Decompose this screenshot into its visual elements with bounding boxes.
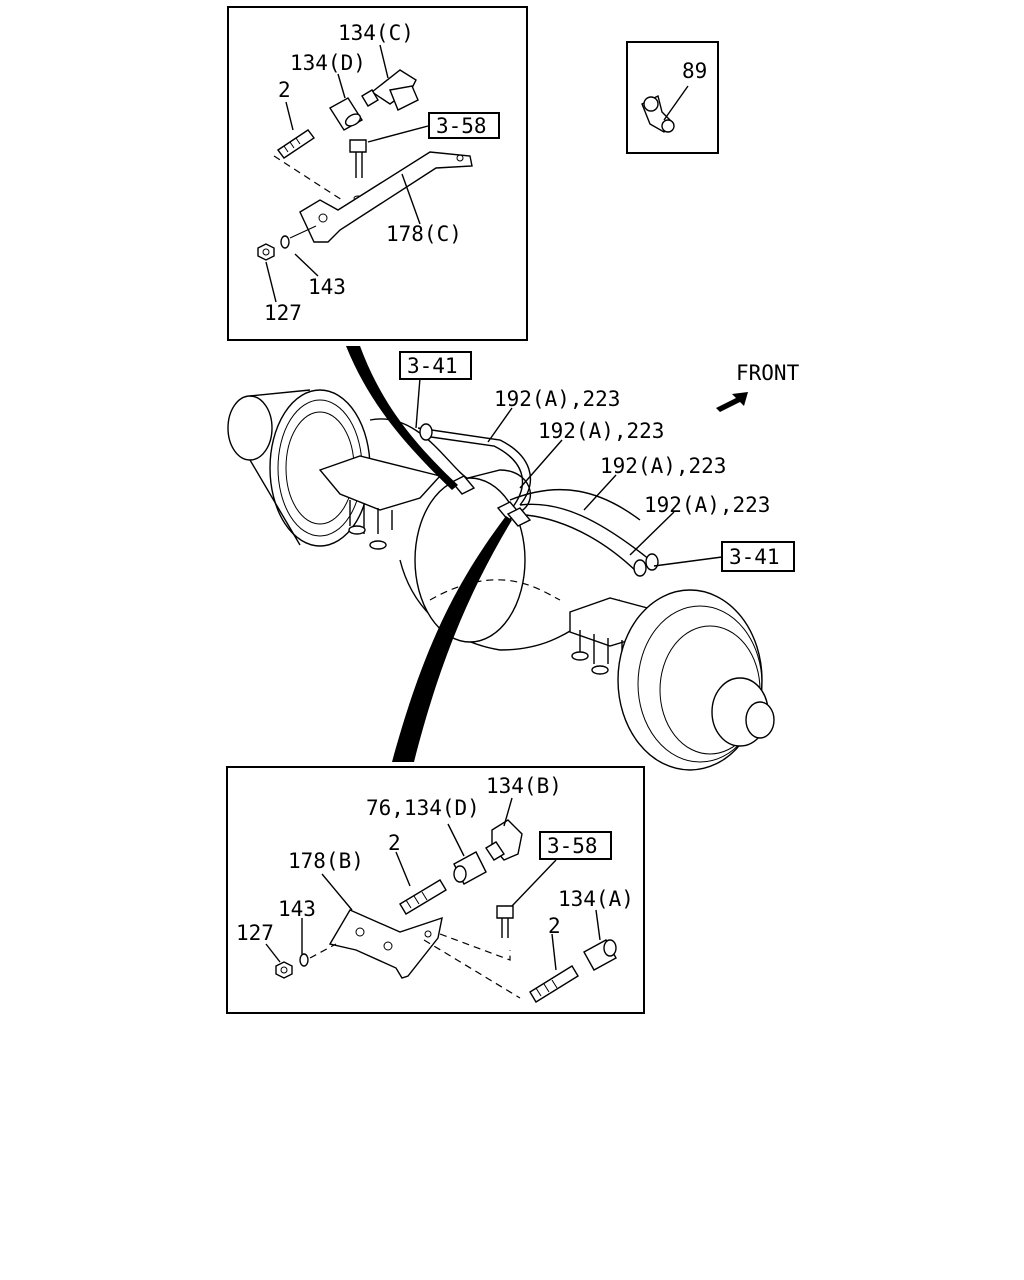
coupling-134d-bottom: [453, 851, 487, 885]
label-89: 89: [682, 59, 707, 83]
label-2-bottom-a: 2: [388, 831, 401, 855]
elbow-fitting-89: [641, 94, 675, 133]
ref-box-358-top: [428, 112, 500, 139]
bracket-178c: [299, 151, 473, 243]
label-pipe-4: 192(A),223: [644, 493, 770, 517]
ref-341-left: 3-41: [407, 354, 458, 378]
label-2-bottom-b: 2: [548, 914, 561, 938]
label-127-bottom: 127: [236, 921, 274, 945]
front-label: FRONT: [736, 361, 800, 385]
differential-housing: [369, 418, 641, 651]
label-143-top: 143: [308, 275, 346, 299]
washer-143-bottom: [299, 953, 309, 967]
pointer-to-top-panel: [346, 346, 458, 490]
label-134c-top: 134(C): [338, 21, 414, 45]
label-pipe-1: 192(A),223: [494, 387, 620, 411]
ref-box-358-bottom: [539, 831, 612, 860]
label-134d-top: 134(D): [290, 51, 366, 75]
label-127-top: 127: [264, 301, 302, 325]
front-arrow-icon: [716, 392, 748, 412]
front-indicator: FRONT: [716, 361, 800, 412]
label-134b: 134(B): [486, 774, 562, 798]
coupling-134a: [583, 939, 617, 971]
bolt-top: [349, 139, 367, 201]
ref-358-top: 3-58: [436, 114, 487, 138]
top-detail-panel: 134(C) 134(D) 2 3-58 178(C) 143 127: [227, 6, 528, 341]
left-hub: [227, 389, 371, 547]
nut-127-top: [257, 243, 275, 261]
tee-fitting-134c: [361, 69, 419, 111]
bolt-bottom: [496, 905, 514, 938]
axle-assembly: 3-41 3-41 192(A),223 192(A),223 192(A),2…: [227, 346, 795, 771]
tee-fitting-134b: [485, 819, 523, 861]
right-hub: [617, 589, 775, 771]
bracket-178b: [328, 909, 443, 979]
inset-89-panel: 89: [626, 41, 719, 154]
pointer-to-bottom-panel: [392, 516, 512, 762]
ref-358-bottom: 3-58: [547, 834, 598, 858]
label-134a: 134(A): [558, 887, 634, 911]
left-spring-seat: [318, 455, 442, 550]
label-143-bottom: 143: [278, 897, 316, 921]
label-pipe-3: 192(A),223: [600, 454, 726, 478]
nipple-2-bottom-a: [399, 879, 447, 915]
ref-box-341-right: [721, 541, 795, 572]
label-pipe-2: 192(A),223: [538, 419, 664, 443]
coupling-134d: [329, 97, 363, 131]
label-2-top: 2: [278, 78, 291, 102]
label-178b: 178(B): [288, 849, 364, 873]
label-76-134d: 76,134(D): [366, 796, 480, 820]
label-178c: 178(C): [386, 222, 462, 246]
nut-127-bottom: [275, 961, 293, 979]
washer-143-top: [280, 235, 290, 249]
ref-box-341-left: [399, 351, 472, 380]
brake-pipes: [417, 423, 659, 577]
nipple-2-bottom-b: [529, 965, 579, 1003]
ref-341-right: 3-41: [729, 545, 780, 569]
nipple-2-top: [276, 129, 316, 159]
bottom-detail-panel: 134(B) 76,134(D) 2 3-58 178(B) 143 127 1…: [226, 766, 645, 1014]
